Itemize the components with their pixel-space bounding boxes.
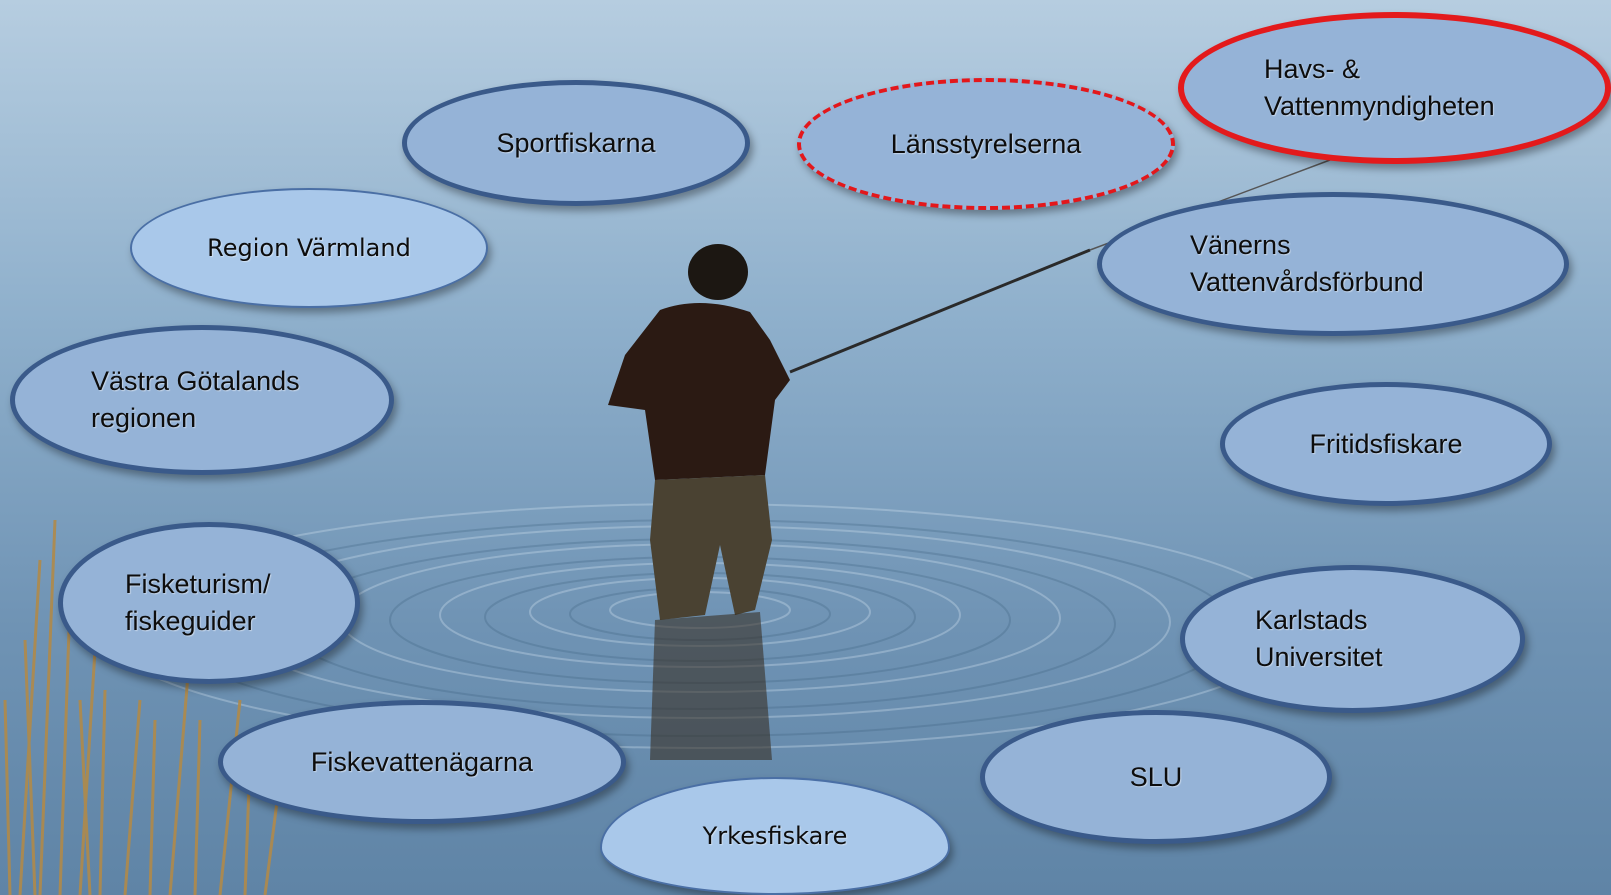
havs-label-line1: Havs- &: [1264, 54, 1361, 84]
fisherman: [608, 244, 790, 760]
reeds: [3, 519, 287, 895]
fritidsfiskare-label: Fritidsfiskare: [1309, 428, 1463, 459]
vastra-gotalandsregionen-node: Västra Götalands regionen: [10, 325, 394, 475]
region-varmland-label: Region Värmland: [207, 233, 411, 262]
fisketurism-node: Fisketurism/ fiskeguider: [58, 522, 360, 684]
fisketurism-label-line2: fiskeguider: [125, 606, 256, 636]
region-varmland-node: Region Värmland: [130, 188, 488, 308]
sportfiskarna-node: Sportfiskarna: [402, 80, 750, 206]
karlstads-label-line1: Karlstads: [1255, 605, 1368, 635]
karlstads-label-line2: Universitet: [1255, 642, 1383, 672]
havs-label-line2: Vattenmyndigheten: [1264, 91, 1495, 121]
havs-och-vattenmyndigheten-node: Havs- & Vattenmyndigheten: [1178, 12, 1611, 164]
fisketurism-label-line1: Fisketurism/: [125, 569, 271, 599]
vgr-label-line2: regionen: [91, 403, 197, 433]
vanerns-vattenvardsforbund-node: Vänerns Vattenvårdsförbund: [1097, 192, 1569, 336]
sportfiskarna-label: Sportfiskarna: [496, 127, 656, 158]
vgr-label-line1: Västra Götalands: [91, 366, 300, 396]
yrkesfiskare-label: Yrkesfiskare: [702, 821, 848, 850]
slu-label: SLU: [1129, 761, 1183, 792]
fritidsfiskare-node: Fritidsfiskare: [1220, 382, 1552, 506]
fiskevattenagarna-label: Fiskevattenägarna: [310, 746, 534, 777]
vanerns-label-line1: Vänerns: [1190, 230, 1291, 260]
vanerns-label-line2: Vattenvårdsförbund: [1190, 267, 1424, 297]
karlstads-universitet-node: Karlstads Universitet: [1180, 565, 1525, 713]
lansstyrelserna-label: Länsstyrelserna: [890, 128, 1082, 159]
fiskevattenagarna-node: Fiskevattenägarna: [218, 700, 626, 824]
lansstyrelserna-node: Länsstyrelserna: [797, 78, 1175, 210]
slu-node: SLU: [980, 710, 1332, 844]
